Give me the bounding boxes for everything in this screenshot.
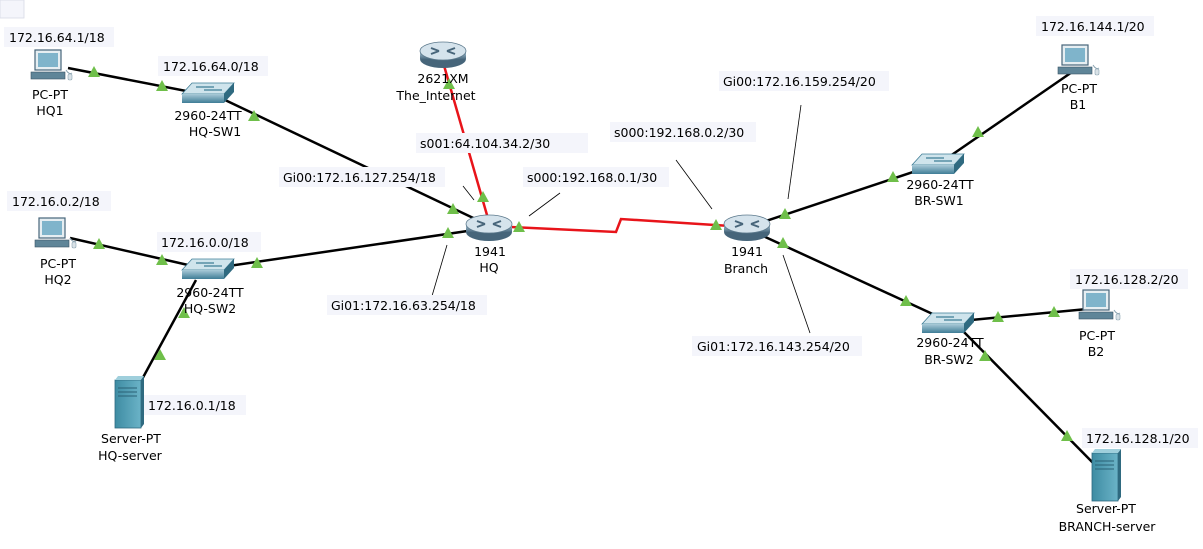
interface-label-hq-s001: s001:64.104.34.2/30: [420, 136, 550, 151]
device-hq2[interactable]: PC-PT HQ2: [34, 217, 77, 287]
device-name-label: HQ-SW1: [189, 124, 241, 139]
link-branch-brsw1[interactable]: [747, 161, 941, 229]
device-type-label: 2960-24TT: [906, 177, 974, 192]
interface-label-branch-gi01: Gi01:172.16.143.254/20: [697, 339, 850, 354]
device-type-label: PC-PT: [1079, 328, 1115, 343]
ip-label-hq-sw2: 172.16.0.0/18: [161, 235, 249, 250]
device-name-label: HQ-server: [98, 448, 163, 463]
device-hq-server[interactable]: Server-PT HQ-server: [98, 375, 163, 463]
label-leader-lines: [431, 104, 811, 334]
server-icon: [1091, 448, 1122, 502]
port-indicators: [88, 66, 1073, 441]
interface-label-hq-gi00: Gi00:172.16.127.254/18: [283, 170, 436, 185]
link-hq-branch-serial[interactable]: [488, 217, 747, 234]
device-type-label: 2621XM: [417, 71, 468, 86]
router-icon: [723, 214, 771, 242]
ip-label-b1: 172.16.144.1/20: [1041, 19, 1145, 34]
device-br-sw2[interactable]: 2960-24TT BR-SW2: [916, 312, 984, 367]
device-hq-sw2[interactable]: 2960-24TT HQ-SW2: [176, 258, 244, 316]
device-the-internet[interactable]: 2621XM The_Internet: [395, 41, 476, 103]
interface-label-branch-gi00: Gi00:172.16.159.254/20: [723, 74, 876, 89]
device-name-label: The_Internet: [395, 88, 475, 103]
device-name-label: BR-SW2: [924, 352, 974, 367]
device-b2[interactable]: PC-PT B2: [1078, 289, 1121, 359]
device-hq-router[interactable]: 1941 HQ: [465, 214, 513, 275]
device-br-sw1[interactable]: 2960-24TT BR-SW1: [906, 153, 974, 208]
link-hqsw1-hq[interactable]: [224, 98, 489, 227]
device-type-label: PC-PT: [1061, 81, 1097, 96]
device-hq1[interactable]: PC-PT HQ1: [30, 49, 73, 118]
device-type-label: 2960-24TT: [174, 108, 242, 123]
device-branch-server[interactable]: Server-PT BRANCH-server: [1059, 448, 1157, 534]
switch-icon: [181, 258, 235, 280]
device-type-label: PC-PT: [32, 87, 68, 102]
device-name-label: HQ-SW2: [184, 301, 236, 316]
switch-icon: [921, 312, 975, 334]
corner-frame: [0, 0, 25, 19]
device-name-label: Branch: [724, 261, 768, 276]
device-name-label: B1: [1070, 97, 1087, 112]
pc-icon: [1078, 289, 1121, 321]
device-name-label: BRANCH-server: [1059, 519, 1157, 534]
interface-label-hq-s000: s000:192.168.0.1/30: [527, 170, 657, 185]
ip-label-b2: 172.16.128.2/20: [1075, 272, 1179, 287]
pc-icon: [1057, 44, 1100, 76]
ip-label-hq1: 172.16.64.1/18: [9, 30, 105, 45]
link-hqsw2-hqserver[interactable]: [138, 279, 198, 384]
device-name-label: BR-SW1: [914, 193, 964, 208]
interface-label-hq-gi01: Gi01:172.16.63.254/18: [331, 298, 476, 313]
switch-icon: [911, 153, 965, 175]
device-type-label: Server-PT: [1076, 501, 1136, 516]
pc-icon: [34, 217, 77, 249]
device-name-label: B2: [1088, 344, 1105, 359]
device-type-label: 1941: [731, 244, 763, 259]
device-name-label: HQ: [479, 260, 498, 275]
router-icon: [419, 41, 467, 69]
ip-label-hq-server: 172.16.0.1/18: [148, 398, 236, 413]
link-brsw2-brserver[interactable]: [959, 327, 1101, 471]
device-type-label: 1941: [474, 244, 506, 259]
device-type-label: 2960-24TT: [176, 285, 244, 300]
switch-icon: [181, 82, 235, 104]
server-icon: [114, 375, 145, 429]
ip-label-branch-server: 172.16.128.1/20: [1086, 431, 1190, 446]
interface-label-branch-s000: s000:192.168.0.2/30: [614, 125, 744, 140]
link-brsw2-b2[interactable]: [949, 306, 1099, 324]
link-hqsw2-hq[interactable]: [214, 226, 489, 270]
device-name-label: HQ2: [44, 272, 71, 287]
device-type-label: PC-PT: [40, 256, 76, 271]
link-brsw1-b1[interactable]: [939, 68, 1076, 165]
ip-label-hq2: 172.16.0.2/18: [12, 194, 100, 209]
link-branch-brsw2[interactable]: [747, 227, 951, 324]
router-icon: [465, 214, 513, 242]
ip-label-hq-sw1: 172.16.64.0/18: [163, 59, 259, 74]
device-name-label: HQ1: [36, 103, 63, 118]
device-hq-sw1[interactable]: 2960-24TT HQ-SW1: [174, 82, 242, 139]
device-type-label: 2960-24TT: [916, 335, 984, 350]
device-b1[interactable]: PC-PT B1: [1057, 44, 1100, 112]
device-branch-router[interactable]: 1941 Branch: [723, 214, 771, 276]
device-type-label: Server-PT: [101, 431, 161, 446]
pc-icon: [30, 49, 73, 81]
